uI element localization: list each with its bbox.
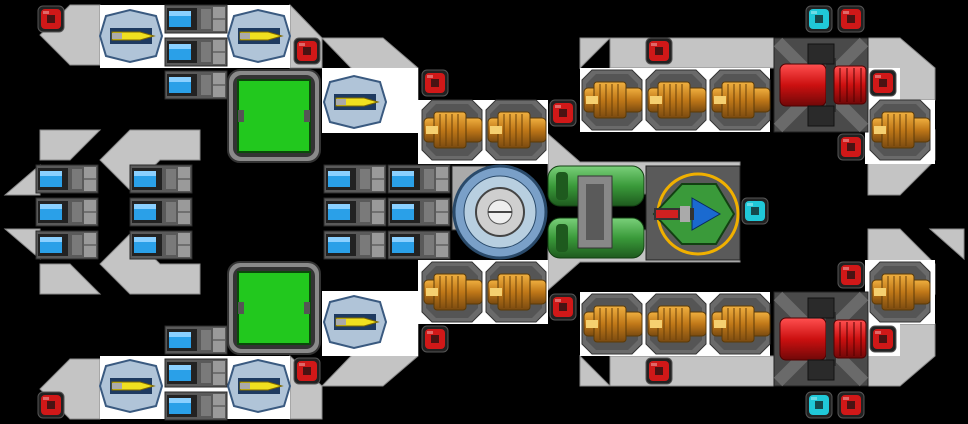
battery-cell-icon <box>164 325 228 355</box>
battery-cell-icon <box>35 230 99 260</box>
battery-cell-icon <box>387 230 451 260</box>
battery-cell-icon <box>387 197 451 227</box>
gun-turret-icon <box>869 99 931 161</box>
hull-bolt-red-icon <box>293 37 321 65</box>
hull-bolt-red-icon <box>549 99 577 127</box>
battery-cell-icon <box>323 197 387 227</box>
gun-turret-icon <box>645 293 707 355</box>
battery-cell-icon <box>387 164 451 194</box>
hull-bolt-red-icon <box>645 357 673 385</box>
battery-cell-icon <box>323 230 387 260</box>
gun-turret-icon <box>485 99 547 161</box>
missile-launcher-icon <box>226 358 292 414</box>
hull-bolt-red-icon <box>837 391 865 419</box>
gun-turret-icon <box>709 69 771 131</box>
hull-bolt-red-icon <box>869 69 897 97</box>
gun-turret-icon <box>709 293 771 355</box>
heavy-laser-icon <box>773 291 869 387</box>
gun-turret-icon <box>485 261 547 323</box>
battery-cell-icon <box>35 197 99 227</box>
battery-cell-icon <box>164 358 228 388</box>
battery-cell-icon <box>129 230 193 260</box>
gun-turret-icon <box>581 69 643 131</box>
missile-launcher-icon <box>322 74 388 130</box>
heavy-laser-icon <box>773 37 869 133</box>
battery-cell-icon <box>129 164 193 194</box>
shield-generator-icon <box>451 164 548 260</box>
hull-bolt-red-icon <box>645 37 673 65</box>
missile-launcher-icon <box>98 8 164 64</box>
gun-turret-icon <box>581 293 643 355</box>
battery-cell-icon <box>164 4 228 34</box>
hull-bolt-red-icon <box>837 5 865 33</box>
hull-bolt-cyan-icon <box>741 197 769 225</box>
reactor-core-icon <box>227 69 321 163</box>
reactor-core-icon <box>227 261 321 355</box>
hull-bolt-red-icon <box>549 293 577 321</box>
hull-bolt-red-icon <box>421 69 449 97</box>
battery-cell-icon <box>164 37 228 67</box>
missile-launcher-icon <box>226 8 292 64</box>
gun-turret-icon <box>645 69 707 131</box>
missile-launcher-icon <box>322 294 388 350</box>
battery-cell-icon <box>129 197 193 227</box>
gun-turret-icon <box>869 261 931 323</box>
battery-cell-icon <box>164 70 228 100</box>
hull-bolt-red-icon <box>293 357 321 385</box>
pilot-cockpit-icon <box>645 165 741 261</box>
battery-cell-icon <box>164 391 228 421</box>
gun-turret-icon <box>421 99 483 161</box>
hull-bolt-red-icon <box>837 133 865 161</box>
hull-bolt-cyan-icon <box>805 5 833 33</box>
missile-launcher-icon <box>98 358 164 414</box>
battery-cell-icon <box>323 164 387 194</box>
hull-bolt-red-icon <box>869 325 897 353</box>
hull-bolt-red-icon <box>37 5 65 33</box>
engine-block-icon <box>547 165 645 259</box>
gun-turret-icon <box>421 261 483 323</box>
hull-bolt-red-icon <box>421 325 449 353</box>
battery-cell-icon <box>35 164 99 194</box>
hull-bolt-cyan-icon <box>805 391 833 419</box>
hull-bolt-red-icon <box>37 391 65 419</box>
hull-bolt-red-icon <box>837 261 865 289</box>
